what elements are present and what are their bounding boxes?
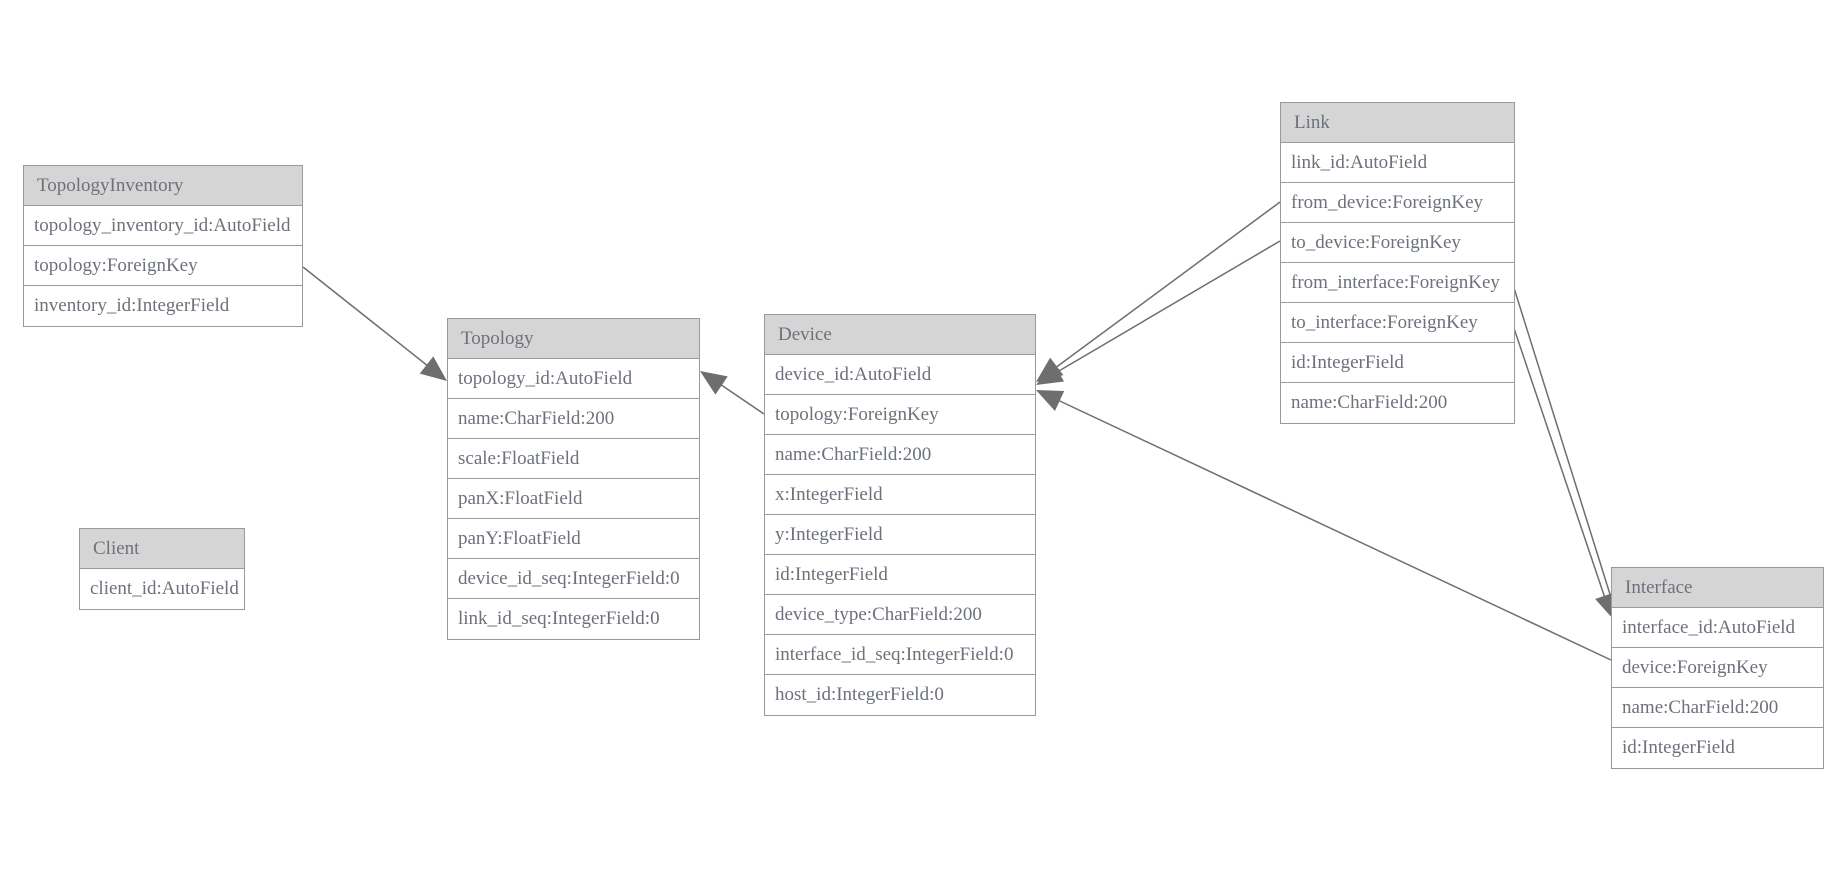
entity-field[interactable]: topology_id:AutoField [448, 359, 699, 399]
entity-title-link: Link [1281, 103, 1514, 143]
entity-field[interactable]: link_id_seq:IntegerField:0 [448, 599, 699, 639]
relation-line [710, 377, 765, 415]
entity-field[interactable]: to_interface:ForeignKey [1281, 303, 1514, 343]
relation-line [302, 266, 439, 375]
entity-field[interactable]: name:CharField:200 [1281, 383, 1514, 423]
entity-field[interactable]: x:IntegerField [765, 475, 1035, 515]
relation-line [1046, 201, 1281, 375]
entity-field[interactable]: interface_id:AutoField [1612, 608, 1823, 648]
entity-field[interactable]: interface_id_seq:IntegerField:0 [765, 635, 1035, 675]
relation-link-device-to[interactable] [1031, 240, 1281, 395]
entity-field[interactable]: id:IntegerField [1281, 343, 1514, 383]
entity-field[interactable]: panX:FloatField [448, 479, 699, 519]
relation-device-topology[interactable] [694, 362, 765, 415]
entity-field[interactable]: link_id:AutoField [1281, 143, 1514, 183]
entity-field[interactable]: name:CharField:200 [448, 399, 699, 439]
relation-line [1508, 271, 1615, 608]
entity-title-topology: Topology [448, 319, 699, 359]
entity-title-topologyinventory: TopologyInventory [24, 166, 302, 206]
entity-field[interactable]: host_id:IntegerField:0 [765, 675, 1035, 715]
entity-field[interactable]: inventory_id:IntegerField [24, 286, 302, 326]
entity-field[interactable]: topology:ForeignKey [24, 246, 302, 286]
entity-field[interactable]: name:CharField:200 [765, 435, 1035, 475]
arrowhead-icon [1036, 390, 1065, 411]
entity-title-interface: Interface [1612, 568, 1823, 608]
relation-link-device-from[interactable] [1029, 201, 1281, 391]
entity-field[interactable]: device_type:CharField:200 [765, 595, 1035, 635]
entity-field[interactable]: name:CharField:200 [1612, 688, 1823, 728]
entity-field[interactable]: topology_inventory_id:AutoField [24, 206, 302, 246]
entity-field[interactable]: device:ForeignKey [1612, 648, 1823, 688]
entity-field[interactable]: client_id:AutoField [80, 569, 244, 609]
relation-topologyinventory-topology[interactable] [302, 266, 454, 390]
relation-line [1046, 240, 1281, 379]
entity-field[interactable]: scale:FloatField [448, 439, 699, 479]
entity-field[interactable]: id:IntegerField [1612, 728, 1823, 768]
entity-field[interactable]: panY:FloatField [448, 519, 699, 559]
entity-title-client: Client [80, 529, 244, 569]
entity-field[interactable]: from_interface:ForeignKey [1281, 263, 1514, 303]
entity-field[interactable]: from_device:ForeignKey [1281, 183, 1514, 223]
entity-field[interactable]: id:IntegerField [765, 555, 1035, 595]
entity-field[interactable]: y:IntegerField [765, 515, 1035, 555]
entity-field[interactable]: device_id:AutoField [765, 355, 1035, 395]
entity-title-device: Device [765, 315, 1035, 355]
entity-field[interactable]: topology:ForeignKey [765, 395, 1035, 435]
relation-line [1046, 394, 1612, 661]
entity-field[interactable]: device_id_seq:IntegerField:0 [448, 559, 699, 599]
entity-field[interactable]: to_device:ForeignKey [1281, 223, 1514, 263]
